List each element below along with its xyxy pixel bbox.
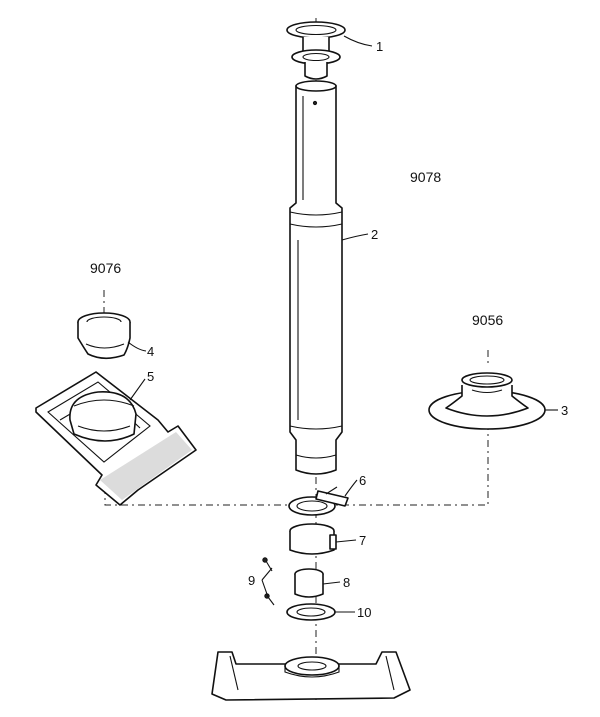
part-9-screws bbox=[262, 557, 275, 606]
leader-lines bbox=[127, 35, 558, 613]
callout-3: 3 bbox=[561, 403, 568, 418]
callout-10: 10 bbox=[357, 605, 371, 620]
part-10-ring bbox=[286, 603, 336, 621]
assembly-code-center: 9078 bbox=[410, 169, 441, 185]
base-plate bbox=[211, 651, 411, 701]
part-8-tube bbox=[294, 568, 324, 598]
callout-7: 7 bbox=[359, 533, 366, 548]
part-4-adapter bbox=[77, 312, 131, 360]
part-6-clamp-ring bbox=[288, 486, 349, 516]
assembly-code-left: 9076 bbox=[90, 260, 121, 276]
part-2-pipe bbox=[289, 80, 343, 475]
part-1-cap bbox=[286, 21, 346, 80]
callout-9: 9 bbox=[248, 573, 255, 588]
callout-2: 2 bbox=[371, 227, 378, 242]
callout-8: 8 bbox=[343, 575, 350, 590]
callout-labels: 1 2 3 4 5 6 7 8 9 10 bbox=[147, 39, 568, 620]
part-5-roof-tile bbox=[35, 371, 197, 506]
assembly-code-right: 9056 bbox=[472, 312, 503, 328]
callout-4: 4 bbox=[147, 344, 154, 359]
callout-6: 6 bbox=[359, 473, 366, 488]
part-3-flashing bbox=[428, 372, 546, 430]
part-7-sleeve bbox=[289, 523, 337, 555]
assembly-codes: 9078 9076 9056 bbox=[90, 169, 503, 328]
callout-5: 5 bbox=[147, 369, 154, 384]
callout-1: 1 bbox=[376, 39, 383, 54]
